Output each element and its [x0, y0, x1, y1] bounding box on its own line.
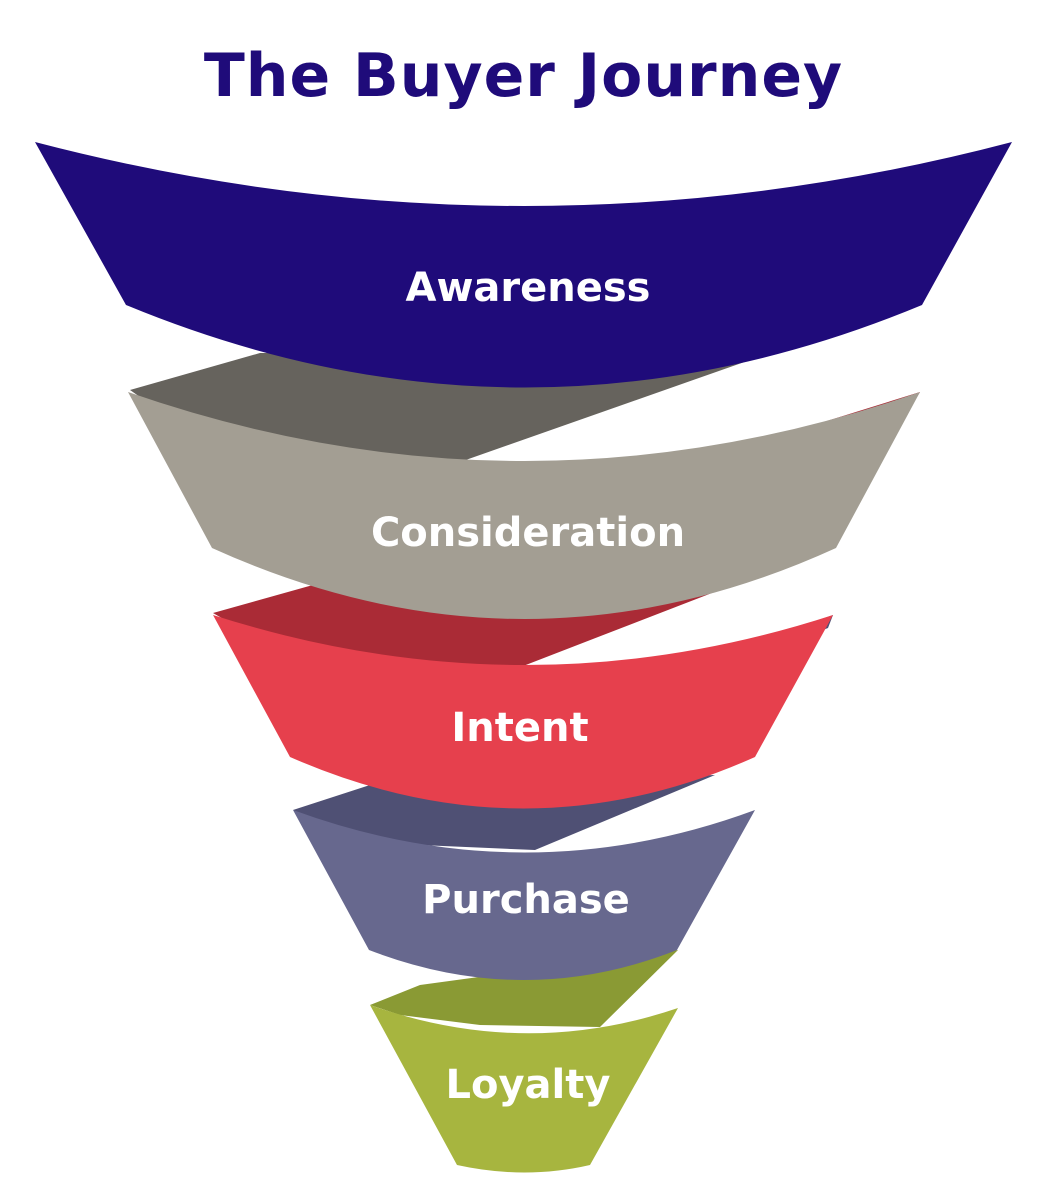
- purchase-band: [293, 810, 755, 980]
- stage-label-intent: Intent: [451, 705, 588, 751]
- awareness-band: [35, 142, 1012, 388]
- diagram-title: The Buyer Journey: [203, 41, 844, 111]
- stage-label-loyalty: Loyalty: [446, 1062, 611, 1108]
- consideration-band: [128, 392, 920, 619]
- funnel-bands: [35, 142, 1012, 1173]
- intent-band: [213, 615, 833, 809]
- loyalty-band: [370, 1005, 678, 1173]
- funnel-labels: Awareness Consideration Intent Purchase …: [371, 265, 685, 1108]
- stage-label-consideration: Consideration: [371, 510, 685, 556]
- stage-label-awareness: Awareness: [406, 265, 651, 311]
- stage-label-purchase: Purchase: [422, 877, 630, 923]
